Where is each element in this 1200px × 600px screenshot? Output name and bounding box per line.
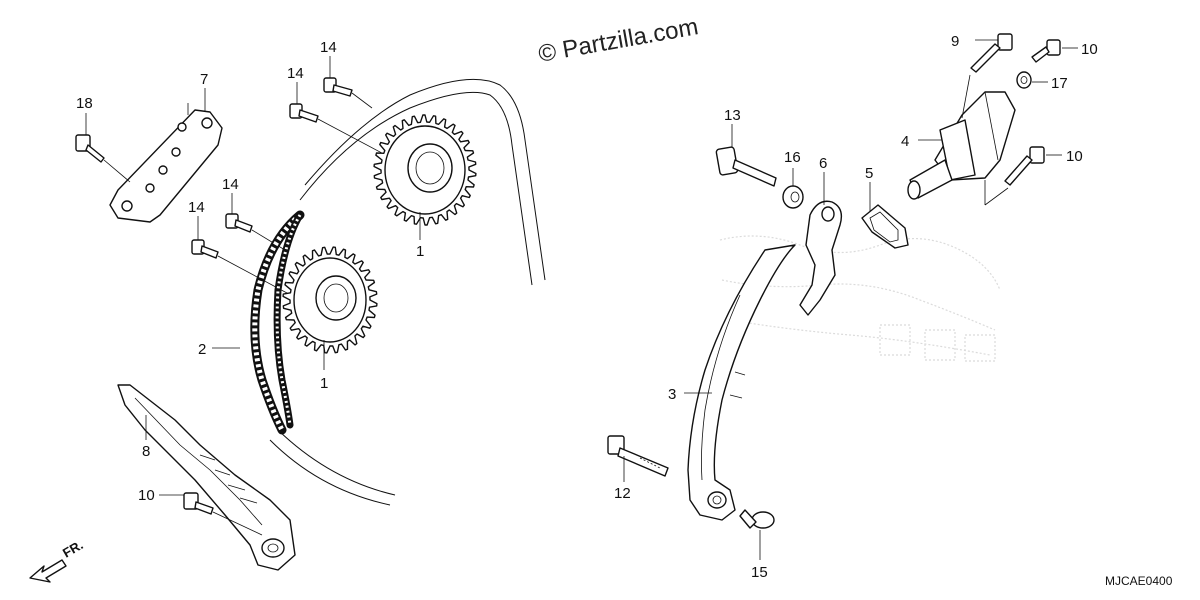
stopper-plate[interactable]	[799, 200, 843, 316]
callout-bolt-12: 12	[614, 485, 631, 502]
diagram-code: MJCAE0400	[1105, 574, 1173, 588]
watermark: © Partzilla.com	[536, 13, 700, 68]
callout-guide-bracket: 7	[200, 71, 208, 88]
callout-bolt-11: 10	[138, 487, 155, 504]
bolt-10-lower[interactable]	[984, 146, 1045, 206]
callout-chain-guide: 8	[142, 443, 150, 460]
bolt-11[interactable]	[183, 492, 263, 536]
callout-bolt-18: 18	[76, 95, 93, 112]
gasket[interactable]	[861, 204, 909, 249]
front-direction-label: FR.	[60, 537, 86, 560]
callout-pivot-bolt-13: 13	[724, 107, 741, 124]
callout-sprocket-upper: 1	[416, 243, 424, 260]
callout-gasket: 5	[865, 165, 873, 182]
callout-bolt-14-d: 14	[188, 199, 205, 216]
callout-bolt-14-b: 14	[287, 65, 304, 82]
pivot-bolt-13[interactable]	[715, 146, 777, 187]
callout-bolt-14-a: 14	[320, 39, 337, 56]
guide-bracket[interactable]	[109, 103, 223, 223]
collar-15[interactable]	[739, 509, 775, 529]
callout-sprocket-lower: 1	[320, 375, 328, 392]
washer-17[interactable]	[1016, 71, 1032, 89]
chain-guide[interactable]	[117, 384, 296, 571]
bolt-14-a[interactable]	[323, 77, 373, 109]
callout-bolt-9: 10	[1081, 41, 1098, 58]
callout-stopper-plate: 6	[819, 155, 827, 172]
sprocket-upper[interactable]	[373, 114, 477, 226]
washer-16[interactable]	[782, 185, 804, 209]
callout-bolt-14-c: 14	[222, 176, 239, 193]
background-watermark-pattern	[719, 235, 1001, 362]
front-direction-arrow: FR.	[29, 537, 86, 583]
callout-washer-17: 17	[1051, 75, 1068, 92]
callout-labels: 7 18 14 14 14 14 1 1 2 8 10 13 16 6 5 4 …	[76, 33, 1098, 581]
callout-bolt-10-upper: 9	[951, 33, 959, 50]
callout-cam-chain: 2	[198, 341, 206, 358]
sprocket-lower[interactable]	[282, 246, 378, 354]
callout-tensioner-lifter: 4	[901, 133, 909, 150]
bolt-18[interactable]	[75, 134, 131, 183]
bolt-14-b[interactable]	[289, 103, 396, 161]
tensioner-arm[interactable]	[687, 244, 796, 521]
bolt-12[interactable]	[607, 435, 669, 477]
callout-collar-15: 15	[751, 564, 768, 581]
bolt-9[interactable]	[1031, 39, 1061, 63]
cam-chain[interactable]	[250, 210, 305, 435]
callout-tensioner-arm: 3	[668, 386, 676, 403]
leader-lines	[85, 39, 1078, 560]
callout-bolt-10-lower: 10	[1066, 148, 1083, 165]
bolt-10-upper[interactable]	[961, 33, 1013, 119]
callout-washer-16: 16	[784, 149, 801, 166]
tensioner-lifter[interactable]	[907, 91, 1016, 200]
bolt-14-c[interactable]	[225, 213, 286, 251]
